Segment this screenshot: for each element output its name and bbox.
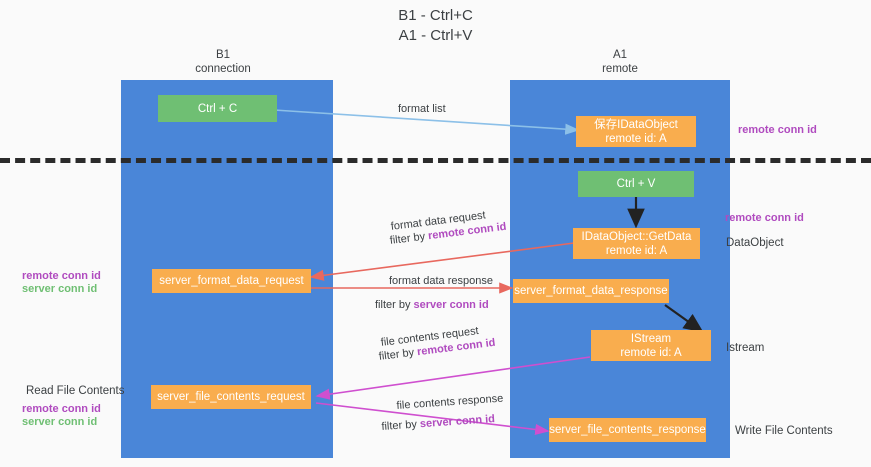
node-get-data-line1: IDataObject::GetData xyxy=(581,230,692,243)
column-b1-sub: connection xyxy=(195,63,251,75)
node-server-file-contents-response[interactable]: server_file_contents_response xyxy=(549,418,706,442)
page-title: B1 - Ctrl+C A1 - Ctrl+V xyxy=(0,6,871,46)
filter-prefix: filter by xyxy=(378,346,418,363)
node-istream-line1: IStream xyxy=(630,332,672,345)
node-get-data-line2: remote id: A xyxy=(605,244,668,257)
column-header-a1: A1 remote xyxy=(510,48,730,76)
flow-label-format-data-response: format data response xyxy=(389,275,493,287)
label-remote-conn-id-mid: remote conn id xyxy=(725,212,804,224)
column-a1-sub: remote xyxy=(602,63,638,75)
node-data-object-line2: remote id: A xyxy=(605,132,667,145)
filter-prefix: filter by xyxy=(389,230,429,247)
title-line-2: A1 - Ctrl+V xyxy=(398,27,473,44)
node-istream[interactable]: IStream remote id: A xyxy=(591,330,711,361)
node-data-object[interactable]: 保存IDataObject remote id: A xyxy=(576,116,696,147)
node-server-file-contents-request[interactable]: server_file_contents_request xyxy=(151,385,311,409)
label-istream: Istream xyxy=(726,342,765,354)
flow-label-format-list: format list xyxy=(398,103,446,115)
label-left-server-conn-id-1: server conn id xyxy=(22,283,98,295)
node-server-format-data-request-label: server_format_data_request xyxy=(159,275,304,287)
node-server-file-contents-response-label: server_file_contents_response xyxy=(549,424,706,436)
node-server-format-data-response[interactable]: server_format_data_response xyxy=(513,279,669,303)
column-header-b1: B1 connection xyxy=(113,48,333,76)
node-get-data[interactable]: IDataObject::GetData remote id: A xyxy=(573,228,700,259)
node-ctrl-c-label: Ctrl + C xyxy=(197,102,238,115)
node-data-object-line1: 保存IDataObject xyxy=(594,118,678,131)
label-left-remote-conn-id-1: remote conn id xyxy=(22,270,101,282)
label-left-remote-conn-id-2: remote conn id xyxy=(22,403,101,415)
label-left-server-conn-id-2: server conn id xyxy=(22,416,98,428)
flow-label-file-contents-response-filter: filter by server conn id xyxy=(381,412,495,434)
flow-label-file-contents-response: file contents response xyxy=(396,392,504,412)
label-data-object: DataObject xyxy=(726,237,784,249)
filter-value-server-conn-id: server conn id xyxy=(413,299,489,311)
filter-prefix: filter by xyxy=(375,299,414,311)
title-line-1: B1 - Ctrl+C xyxy=(398,7,473,24)
filter-value-server-conn-id: server conn id xyxy=(419,413,496,431)
node-server-format-data-request[interactable]: server_format_data_request xyxy=(152,269,311,293)
flow-label-format-data-response-filter: filter by server conn id xyxy=(375,298,489,312)
filter-prefix: filter by xyxy=(381,418,421,433)
node-server-file-contents-request-label: server_file_contents_request xyxy=(157,391,305,403)
label-read-file-contents: Read File Contents xyxy=(26,385,125,397)
node-server-format-data-response-label: server_format_data_response xyxy=(514,285,668,297)
node-ctrl-v-label: Ctrl + V xyxy=(616,178,656,190)
node-ctrl-v[interactable]: Ctrl + V xyxy=(578,171,694,197)
node-istream-line2: remote id: A xyxy=(620,346,682,359)
column-a1-name: A1 xyxy=(612,49,628,61)
phase-divider xyxy=(0,158,871,163)
node-ctrl-c[interactable]: Ctrl + C xyxy=(158,95,277,122)
label-write-file-contents: Write File Contents xyxy=(735,425,833,437)
label-remote-conn-id-top: remote conn id xyxy=(738,124,817,136)
column-b1-name: B1 xyxy=(215,49,231,61)
